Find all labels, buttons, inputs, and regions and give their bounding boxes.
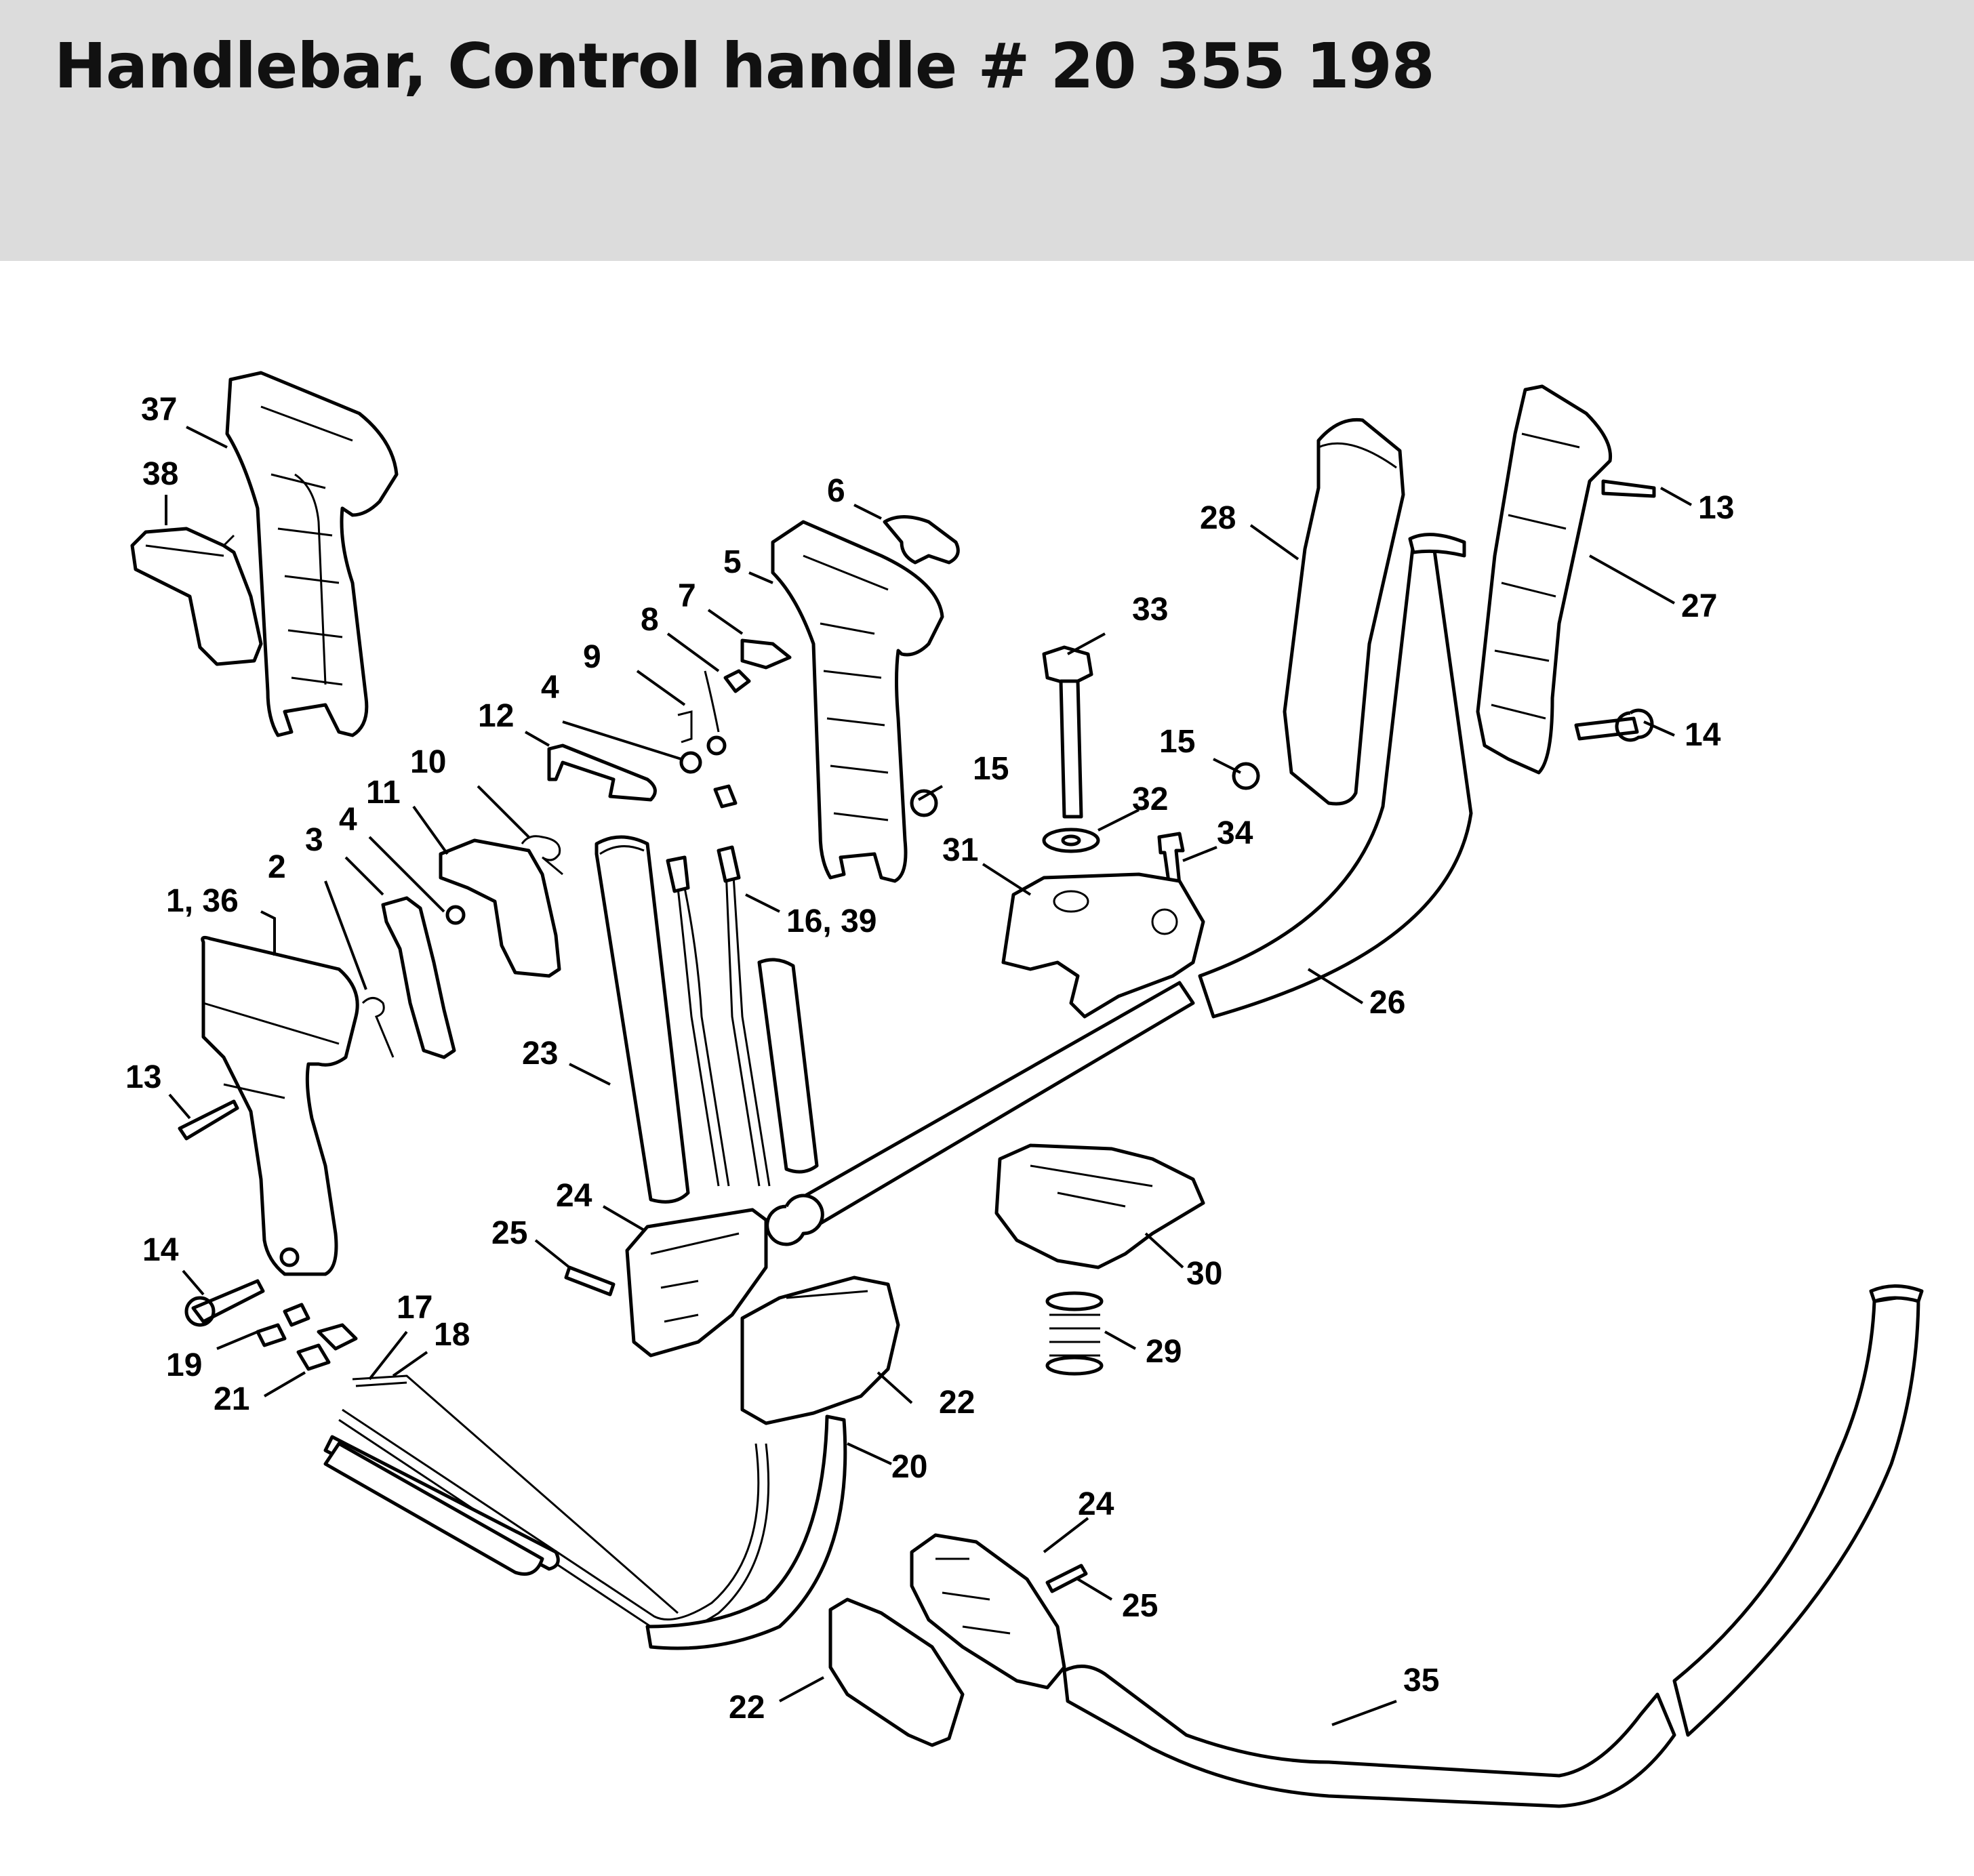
part-3-throttle-lever [381,896,456,1059]
part-9-nut [706,735,727,756]
part-8-screw [723,669,751,693]
part-25-screw-upper [564,1265,616,1297]
part-6-knob [883,515,960,565]
callout-25-upper: 25 [491,1215,527,1251]
part-13-screw-left [178,1099,239,1141]
part-31-clamp-block [1001,872,1205,1019]
part-27-grip-housing [1476,384,1613,775]
callout-28: 28 [1200,500,1236,536]
part-23-tube [595,835,690,1204]
callout-13-right: 13 [1698,490,1734,526]
callout-7: 7 [678,578,696,614]
part-13-screw-right [1601,479,1656,498]
callout-23: 23 [522,1036,558,1072]
callout-13-left: 13 [125,1059,161,1095]
part-26-handlebar-tube [765,533,1473,1246]
callout-32: 32 [1132,781,1168,817]
callout-21: 21 [214,1381,249,1417]
callout-33: 33 [1132,592,1168,628]
part-12-latch-bar [547,743,657,802]
part-32-washer [1042,828,1100,853]
callout-31: 31 [942,832,978,868]
page-title: Handlebar, Control handle # 20 355 198 [54,30,1435,102]
callout-25-lower: 25 [1122,1588,1158,1624]
part-15-nut-center [910,789,938,817]
callout-15-center: 15 [973,751,1009,787]
callout-5: 5 [723,544,742,580]
part-14-bolt-right [1574,708,1654,742]
part-24-clamp-lower [910,1533,1066,1690]
callout-6: 6 [827,473,845,509]
part-33-bolt [1042,645,1093,819]
title-band: Handlebar, Control handle # 20 355 198 [0,0,1974,261]
part-29-spring [1045,1291,1104,1376]
callout-35: 35 [1403,1663,1439,1698]
callout-15-right: 15 [1159,724,1195,760]
part-37-handle-housing [225,371,399,737]
part-11-throttle-trigger [439,838,561,978]
callout-38: 38 [142,456,178,492]
part-10-torsion-spring [521,835,563,876]
part-28-grip [1283,417,1405,806]
callout-30: 30 [1186,1256,1222,1292]
callout-14-right: 14 [1685,717,1721,753]
callout-4-lower: 4 [339,802,357,838]
callout-22-upper: 22 [939,1385,975,1421]
part-30-clamp-base [994,1143,1205,1269]
callout-29: 29 [1146,1334,1182,1370]
part-22-clamp-cover-upper [740,1276,900,1425]
part-9-spring-clip [677,670,720,743]
callout-10: 10 [410,744,446,780]
callout-22-lower: 22 [729,1690,765,1726]
callout-19: 19 [166,1347,202,1383]
part-2-spring [361,997,395,1058]
callout-11: 11 [366,775,401,811]
callout-34: 34 [1217,815,1253,851]
part-14-bolt-left [184,1279,265,1327]
callout-3: 3 [305,822,323,858]
part-19-21-terminals [256,1303,358,1371]
part-22-clamp-cover-lower [828,1597,965,1747]
part-15-nut-right [1232,762,1260,790]
callout-24-lower: 24 [1078,1486,1114,1522]
part-5-handle-housing [771,520,944,883]
part-corrugated-conduit [757,958,819,1174]
callout-9: 9 [583,639,601,675]
part-16-39-wire-harness [666,784,771,1187]
callout-37: 37 [141,392,177,428]
part-20-throttle-cable [323,1408,847,1650]
callout-labels: 37 38 6 5 7 8 9 4 12 10 11 4 3 2 1, 36 1… [125,392,1734,1726]
callout-16-39: 16, 39 [786,903,877,939]
leader-lines [165,426,1692,1726]
callout-24-upper: 24 [556,1178,592,1214]
part-35-handlebar [1062,1284,1924,1808]
callout-1-36: 1, 36 [166,883,239,919]
callout-20: 20 [891,1449,927,1485]
callout-4-upper: 4 [541,670,559,706]
callout-17: 17 [397,1290,432,1326]
callout-14-left: 14 [142,1232,179,1268]
part-7-bracket [740,638,792,670]
part-4-pin-upper [679,751,702,774]
callout-18: 18 [434,1317,470,1353]
callout-2: 2 [268,849,286,885]
part-1-36-handle-molding [201,935,359,1276]
part-25-screw-lower [1045,1564,1088,1593]
part-4-pin-lower [445,905,466,925]
callout-12: 12 [478,698,514,734]
part-24-clamp-upper [625,1208,768,1358]
callout-26: 26 [1369,985,1405,1021]
callout-8: 8 [641,602,659,638]
part-38-interlock-lever [130,527,263,666]
callout-27: 27 [1681,588,1717,624]
